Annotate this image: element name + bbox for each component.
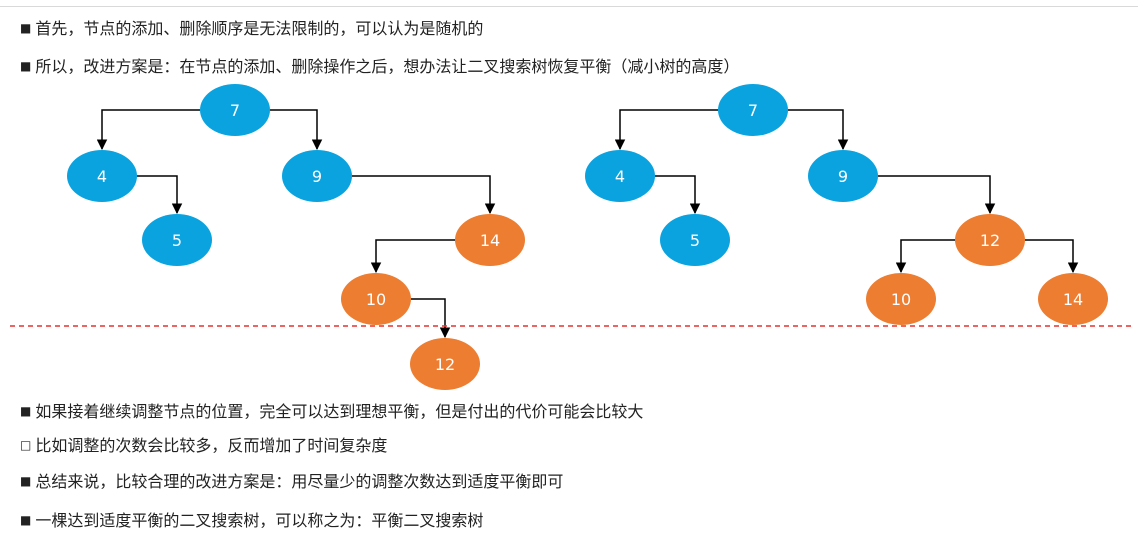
unbalanced-node-5-label: 5	[172, 231, 182, 250]
unbalanced-node-10: 10	[341, 273, 411, 325]
bullet-item-6: ■一棵达到适度平衡的二叉搜索树，可以称之为：平衡二叉搜索树	[20, 510, 483, 533]
bullet-marker: ■	[20, 474, 32, 488]
balanced-edge-9-12	[878, 175, 996, 215]
unbalanced-node-10-label: 10	[366, 290, 386, 309]
balanced-node-14: 14	[1038, 273, 1108, 325]
nodes-layer: 7 4 9 5 14 10 12 7 4 9 5 12 10 14	[67, 84, 1108, 390]
balanced-node-4-circle	[585, 150, 655, 202]
bullet-marker: ■	[20, 513, 32, 527]
unbalanced-node-4-label: 4	[97, 167, 107, 186]
bullet-text: 如果接着继续调整节点的位置，完全可以达到理想平衡，但是付出的代价可能会比较大	[35, 402, 644, 421]
balanced-node-10: 10	[866, 273, 936, 325]
balanced-node-12-label: 12	[980, 231, 1000, 250]
balanced-node-10-circle	[866, 273, 936, 325]
bullet-text: 一棵达到适度平衡的二叉搜索树，可以称之为：平衡二叉搜索树	[35, 511, 484, 530]
balanced-edge-12-10	[895, 239, 955, 274]
balanced-node-14-label: 14	[1063, 290, 1083, 309]
balanced-edge-7-9	[788, 109, 849, 151]
balanced-node-5-label: 5	[690, 231, 700, 250]
balanced-node-7-circle	[718, 84, 788, 136]
bullet-item-4: □比如调整的次数会比较多，反而增加了时间复杂度	[20, 435, 387, 458]
balanced-node-9-circle	[808, 150, 878, 202]
balanced-node-9-label: 9	[838, 167, 848, 186]
bullet-marker: ■	[20, 404, 32, 418]
bullet-text: 比如调整的次数会比较多，反而增加了时间复杂度	[35, 436, 388, 455]
balanced-node-7-label: 7	[748, 101, 758, 120]
bullet-marker: □	[20, 438, 32, 452]
unbalanced-node-4-circle	[67, 150, 137, 202]
bullet-item-3: ■如果接着继续调整节点的位置，完全可以达到理想平衡，但是付出的代价可能会比较大	[20, 401, 643, 424]
unbalanced-node-14-label: 14	[480, 231, 500, 250]
balanced-edge-4-5	[655, 175, 701, 215]
unbalanced-edge-4-5	[137, 175, 183, 215]
balanced-node-5: 5	[660, 214, 730, 266]
unbalanced-node-5-circle	[142, 214, 212, 266]
unbalanced-edge-7-9	[270, 109, 323, 151]
balanced-node-4-label: 4	[615, 167, 625, 186]
unbalanced-edge-10-12	[411, 298, 451, 339]
balanced-node-14-circle	[1038, 273, 1108, 325]
balanced-node-5-circle	[660, 214, 730, 266]
unbalanced-node-12-circle	[410, 338, 480, 390]
balanced-node-4: 4	[585, 150, 655, 202]
unbalanced-node-14: 14	[455, 214, 525, 266]
bullet-marker: ■	[20, 21, 32, 35]
bullet-text: 所以，改进方案是：在节点的添加、删除操作之后，想办法让二叉搜索树恢复平衡（减小树…	[35, 57, 740, 76]
bullet-item-5: ■总结来说，比较合理的改进方案是：用尽量少的调整次数达到适度平衡即可	[20, 471, 563, 494]
bullet-text: 总结来说，比较合理的改进方案是：用尽量少的调整次数达到适度平衡即可	[35, 472, 564, 491]
unbalanced-node-12-label: 12	[435, 355, 455, 374]
bullet-text: 首先，节点的添加、删除顺序是无法限制的，可以认为是随机的	[35, 19, 484, 38]
balanced-edge-12-14	[1025, 239, 1079, 274]
unbalanced-edge-7-4	[96, 109, 200, 151]
unbalanced-node-9-label: 9	[312, 167, 322, 186]
bullet-item-1: ■首先，节点的添加、删除顺序是无法限制的，可以认为是随机的	[20, 18, 483, 41]
unbalanced-edge-9-14	[352, 175, 496, 215]
unbalanced-node-10-circle	[341, 273, 411, 325]
unbalanced-node-4: 4	[67, 150, 137, 202]
bullet-item-2: ■所以，改进方案是：在节点的添加、删除操作之后，想办法让二叉搜索树恢复平衡（减小…	[20, 56, 739, 79]
balanced-node-10-label: 10	[891, 290, 911, 309]
balanced-edge-7-4	[614, 109, 718, 151]
unbalanced-node-9: 9	[282, 150, 352, 202]
unbalanced-node-5: 5	[142, 214, 212, 266]
unbalanced-node-7-circle	[200, 84, 270, 136]
balanced-node-12-circle	[955, 214, 1025, 266]
unbalanced-node-14-circle	[455, 214, 525, 266]
balanced-node-7: 7	[718, 84, 788, 136]
unbalanced-node-7: 7	[200, 84, 270, 136]
unbalanced-node-12: 12	[410, 338, 480, 390]
balanced-node-9: 9	[808, 150, 878, 202]
balanced-node-12: 12	[955, 214, 1025, 266]
unbalanced-edge-14-10	[370, 239, 455, 274]
bullet-marker: ■	[20, 59, 32, 73]
unbalanced-node-9-circle	[282, 150, 352, 202]
unbalanced-node-7-label: 7	[230, 101, 240, 120]
edges-layer	[96, 109, 1079, 339]
top-divider	[0, 6, 1138, 7]
